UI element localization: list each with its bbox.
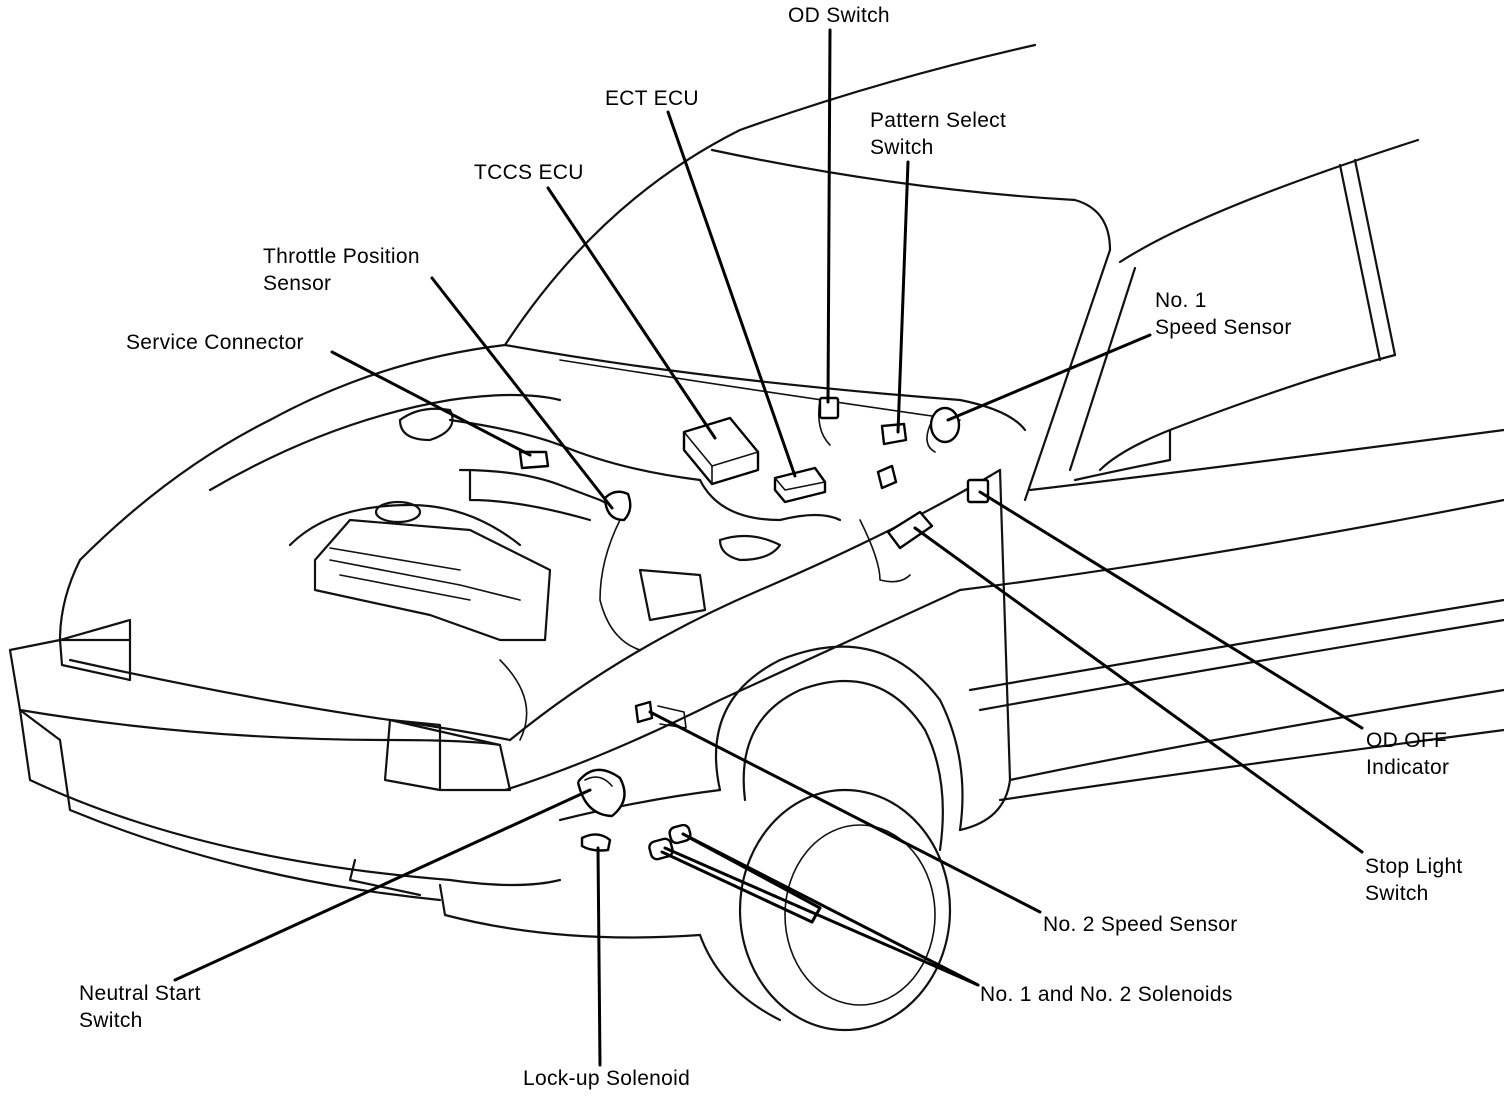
label-od-off-indicator: OD OFF Indicator xyxy=(1366,729,1450,779)
service-connector-part xyxy=(518,450,550,470)
leader-throttle-position-sensor xyxy=(430,276,614,510)
label-od-switch: OD Switch xyxy=(788,4,890,27)
stop-light-switch-part xyxy=(886,510,934,550)
no1-speed-sensor-part xyxy=(926,406,961,453)
label-no1-speed-sensor: No. 1 Speed Sensor xyxy=(1155,289,1292,339)
pattern-select-switch-part xyxy=(880,422,908,446)
leader-lines xyxy=(173,28,1364,1067)
leader-no1-speed-sensor xyxy=(946,333,1152,422)
solenoid-no2-part xyxy=(668,823,692,845)
leader-solenoid-upper xyxy=(688,836,822,910)
tccs-ecu-box xyxy=(682,416,760,486)
ect-ecu-box xyxy=(773,466,827,504)
label-service-connector: Service Connector xyxy=(126,331,304,354)
label-ect-ecu: ECT ECU xyxy=(605,87,699,110)
neutral-start-switch-part xyxy=(576,768,626,818)
leader-solenoid-lower xyxy=(660,850,814,924)
leader-lockup-solenoid xyxy=(596,846,602,1067)
lockup-solenoid-part xyxy=(580,833,612,852)
label-no2-speed-sensor: No. 2 Speed Sensor xyxy=(1043,913,1238,936)
leader-tccs-ecu xyxy=(546,186,717,440)
leader-stop-light-switch xyxy=(913,526,1364,854)
od-off-indicator-part xyxy=(966,478,990,504)
leader-pattern-select-switch xyxy=(896,160,910,434)
leader-neutral-start-switch xyxy=(173,788,592,982)
label-stop-light-switch: Stop Light Switch xyxy=(1365,855,1463,905)
label-neutral-start-switch: Neutral Start Switch xyxy=(79,982,201,1032)
no2-speed-sensor-part xyxy=(634,700,687,729)
label-solenoids: No. 1 and No. 2 Solenoids xyxy=(980,983,1233,1006)
label-pattern-select-switch: Pattern Select Switch xyxy=(870,109,1007,159)
pattern-select-connector-part xyxy=(876,464,898,490)
leader-service-connector xyxy=(330,350,532,457)
leader-od-switch xyxy=(826,28,832,404)
label-lockup-solenoid: Lock-up Solenoid xyxy=(523,1067,691,1090)
components xyxy=(518,396,990,861)
label-throttle-position-sensor: Throttle Position Sensor xyxy=(263,245,420,295)
leader-solenoid-no1 xyxy=(663,846,980,987)
label-tccs-ecu: TCCS ECU xyxy=(474,161,584,184)
throttle-position-sensor-part xyxy=(603,490,632,522)
car-body-outline xyxy=(8,43,1504,1032)
leader-ect-ecu xyxy=(666,110,797,478)
leader-no2-speed-sensor xyxy=(648,710,1042,914)
leader-od-off-indicator xyxy=(978,490,1364,730)
